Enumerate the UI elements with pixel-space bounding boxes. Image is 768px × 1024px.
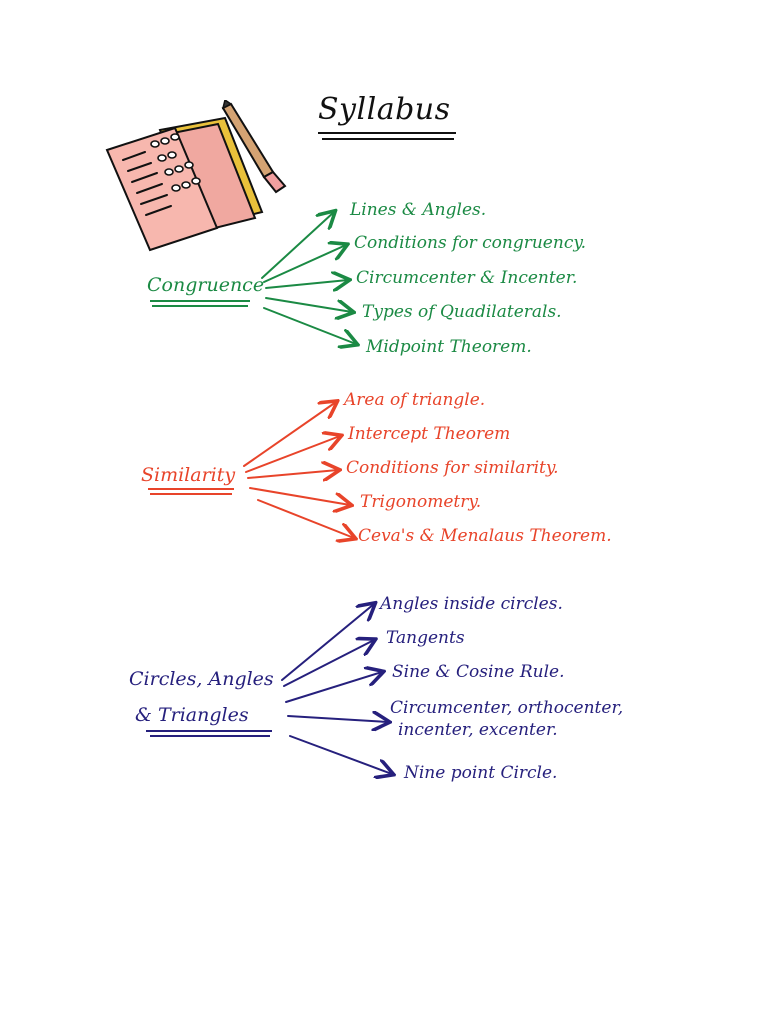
circles-item: Angles inside circles. [380,594,563,614]
congruence-item: Lines & Angles. [350,200,486,220]
arrow [262,212,334,278]
arrow [290,736,392,774]
arrow [288,716,388,722]
similarity-item: Conditions for similarity. [346,458,559,478]
arrow [264,245,346,282]
arrow [248,470,338,478]
similarity-item: Trigonometry. [360,492,481,512]
similarity-item: Ceva's & Menalaus Theorem. [358,526,612,546]
arrow [244,402,336,466]
congruence-item: Types of Quadilaterals. [362,302,562,322]
similarity-item: Area of triangle. [344,390,485,410]
topic-underline [150,300,250,302]
circles-item: incenter, excenter. [398,720,558,740]
congruence-item: Circumcenter & Incenter. [356,268,577,288]
similarity-item: Intercept Theorem [348,424,510,444]
topic-underline [148,488,234,490]
arrow [282,604,374,680]
congruence-item: Conditions for congruency. [354,233,586,253]
circles-item: Tangents [386,628,465,648]
circles-item: Nine point Circle. [404,763,557,783]
topic-congruence: Congruence [147,274,264,296]
arrow [266,298,352,312]
arrow [258,500,354,538]
arrow [264,308,356,344]
topic-underline [150,735,270,737]
congruence-item: Midpoint Theorem. [366,337,532,357]
circles-item: Circumcenter, orthocenter, [390,698,623,718]
topic-circles-line1: Circles, Angles [129,668,274,690]
topic-circles-line2: & Triangles [135,704,249,726]
topic-similarity: Similarity [141,464,235,486]
topic-underline [146,730,272,732]
circles-item: Sine & Cosine Rule. [392,662,565,682]
arrow [266,280,348,288]
topic-underline [150,493,232,495]
topic-underline [152,305,248,307]
